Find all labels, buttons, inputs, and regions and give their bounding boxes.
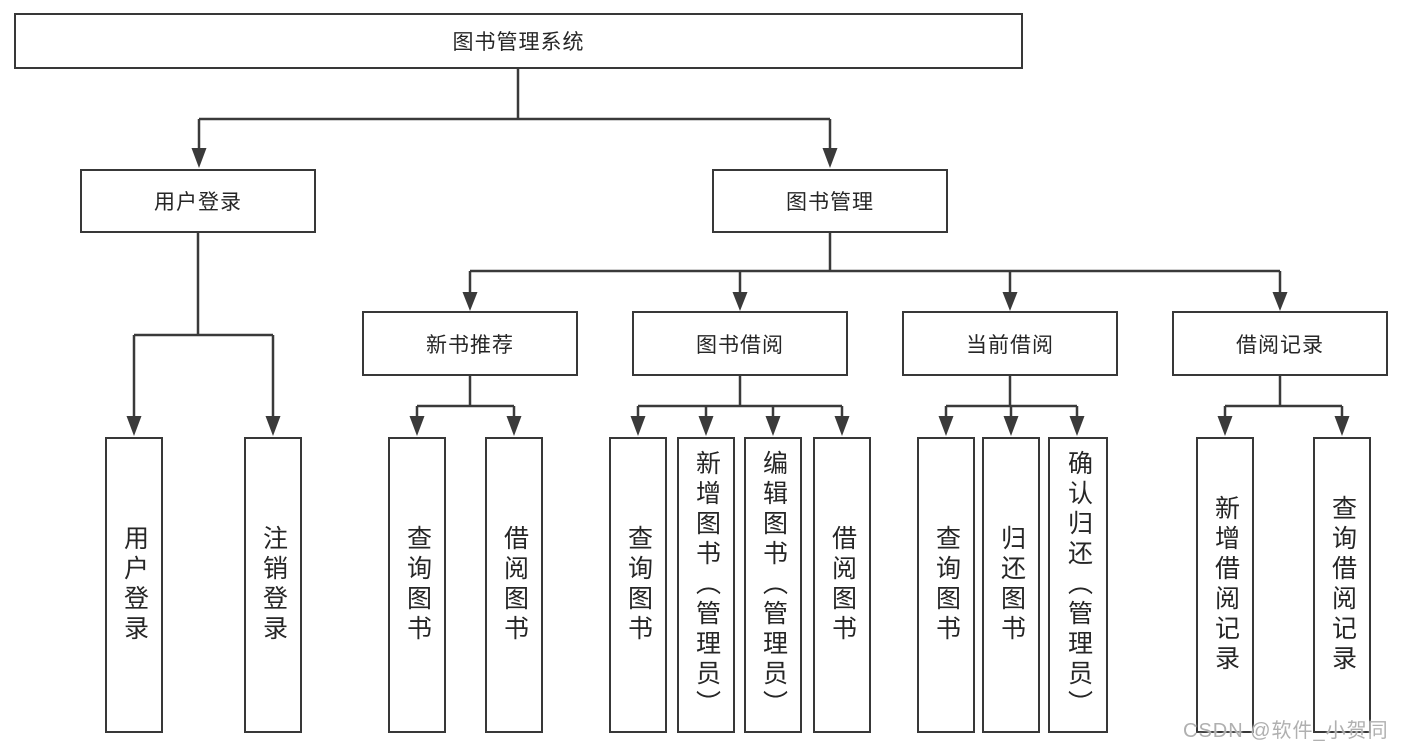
leaf-bb-edit-books-admin: 编辑图书（管理员） xyxy=(744,437,802,733)
leaf-bb-query-books: 查询图书 xyxy=(609,437,667,733)
leaf-cb-return-books: 归还图书 xyxy=(982,437,1040,733)
leaf-bb-add-books-admin: 新增图书（管理员） xyxy=(677,437,735,733)
leaf-cb-confirm-return-admin-label: 确认归还（管理员） xyxy=(1064,450,1093,720)
leaf-cb-return-books-label: 归还图书 xyxy=(997,525,1026,645)
leaf-br-add-record: 新增借阅记录 xyxy=(1196,437,1254,733)
leaf-logout: 注销登录 xyxy=(244,437,302,733)
leaf-nbr-borrow-books-label: 借阅图书 xyxy=(500,525,529,645)
leaf-cb-query-books: 查询图书 xyxy=(917,437,975,733)
leaf-cb-query-books-label: 查询图书 xyxy=(932,525,961,645)
leaf-user-login-label: 用户登录 xyxy=(120,525,149,645)
leaf-nbr-borrow-books: 借阅图书 xyxy=(485,437,543,733)
node-current-borrowing: 当前借阅 xyxy=(902,311,1118,376)
arrowheads xyxy=(126,148,1350,436)
leaf-bb-edit-books-admin-label: 编辑图书（管理员） xyxy=(759,450,788,720)
leaf-bb-query-books-label: 查询图书 xyxy=(624,525,653,645)
leaf-br-add-record-label: 新增借阅记录 xyxy=(1211,495,1240,675)
leaf-user-login: 用户登录 xyxy=(105,437,163,733)
node-borrow-records: 借阅记录 xyxy=(1172,311,1388,376)
leaf-bb-add-books-admin-label: 新增图书（管理员） xyxy=(692,450,721,720)
leaf-logout-label: 注销登录 xyxy=(259,525,288,645)
node-library-management-system: 图书管理系统 xyxy=(14,13,1023,69)
leaf-nbr-query-books: 查询图书 xyxy=(388,437,446,733)
leaf-bb-borrow-books-label: 借阅图书 xyxy=(828,525,857,645)
leaf-cb-confirm-return-admin: 确认归还（管理员） xyxy=(1048,437,1108,733)
leaf-nbr-query-books-label: 查询图书 xyxy=(403,525,432,645)
leaf-bb-borrow-books: 借阅图书 xyxy=(813,437,871,733)
csdn-watermark: CSDN @软件_小贺同学 xyxy=(1183,720,1389,742)
node-book-borrowing: 图书借阅 xyxy=(632,311,848,376)
leaf-br-query-record: 查询借阅记录 xyxy=(1313,437,1371,733)
node-new-book-recommend: 新书推荐 xyxy=(362,311,578,376)
node-book-management: 图书管理 xyxy=(712,169,948,233)
leaf-br-query-record-label: 查询借阅记录 xyxy=(1328,495,1357,675)
node-user-login: 用户登录 xyxy=(80,169,316,233)
